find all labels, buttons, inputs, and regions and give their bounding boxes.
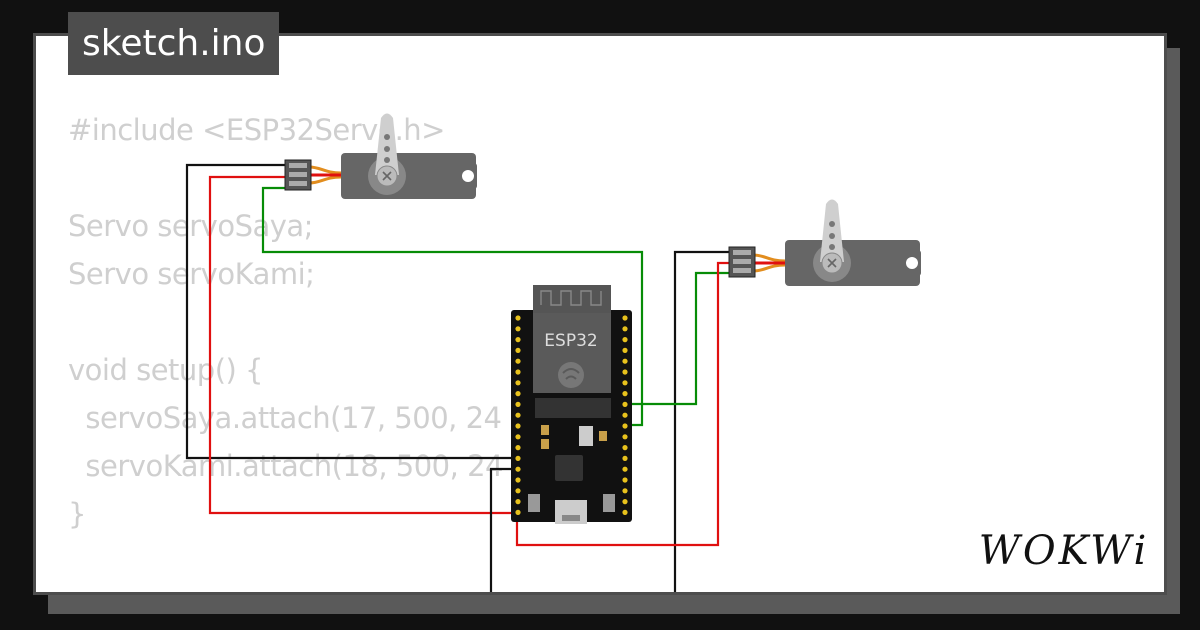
header-pin[interactable] xyxy=(622,337,628,343)
code-line: } xyxy=(68,497,86,531)
board-label: ESP32 xyxy=(544,331,597,351)
servo-right[interactable] xyxy=(728,199,921,287)
header-pin[interactable] xyxy=(515,477,521,483)
simulator-preview[interactable]: #include <ESP32Servo.h> Servo servoSaya; S… xyxy=(33,33,1167,595)
wire-vcc-servo-right[interactable] xyxy=(515,261,732,547)
code-line: Servo servoSaya; xyxy=(68,209,313,243)
header-pin[interactable] xyxy=(515,326,521,332)
header-pin[interactable] xyxy=(515,423,521,429)
header-pin[interactable] xyxy=(515,455,521,461)
header-pin[interactable] xyxy=(622,358,628,364)
header-pin[interactable] xyxy=(622,423,628,429)
header-pin[interactable] xyxy=(622,509,628,515)
header-pin[interactable] xyxy=(622,369,628,375)
header-pin[interactable] xyxy=(515,466,521,472)
header-pin[interactable] xyxy=(515,509,521,515)
code-background: #include <ESP32Servo.h> Servo servoSaya; S… xyxy=(68,106,503,592)
circuit-diagram[interactable]: ESP32 xyxy=(36,36,1167,595)
esp32-board[interactable]: ESP32 xyxy=(511,285,632,524)
header-pin[interactable] xyxy=(515,358,521,364)
header-pin[interactable] xyxy=(622,466,628,472)
wokwi-logo: WOKWi xyxy=(978,528,1150,574)
file-tab[interactable]: sketch.ino xyxy=(68,12,280,75)
header-pin[interactable] xyxy=(622,499,628,505)
servo-top[interactable] xyxy=(284,113,477,200)
wire-gnd-servo-top[interactable] xyxy=(185,163,521,460)
header-pin[interactable] xyxy=(515,391,521,397)
header-pin[interactable] xyxy=(515,499,521,505)
header-pin[interactable] xyxy=(622,347,628,353)
header-pin[interactable] xyxy=(622,434,628,440)
header-pin[interactable] xyxy=(515,369,521,375)
wire-gnd-servo-right[interactable] xyxy=(673,250,732,595)
header-pin[interactable] xyxy=(515,401,521,407)
wire-sig-servo-right[interactable] xyxy=(625,271,732,406)
wire-sig-servo-top[interactable] xyxy=(261,186,644,427)
header-pin[interactable] xyxy=(622,326,628,332)
header-pin[interactable] xyxy=(515,434,521,440)
header-pin[interactable] xyxy=(515,315,521,321)
wire-vcc-servo-top[interactable] xyxy=(208,175,521,515)
code-line: servoKami.attach(18, 500, 24 xyxy=(68,449,503,483)
header-pin[interactable] xyxy=(622,391,628,397)
header-pin[interactable] xyxy=(515,488,521,494)
code-line: servoSaya.attach(17, 500, 24 xyxy=(68,401,502,435)
header-pin[interactable] xyxy=(515,347,521,353)
code-line: Servo servoKami; xyxy=(68,257,315,291)
header-pin[interactable] xyxy=(622,455,628,461)
header-pin[interactable] xyxy=(622,477,628,483)
header-pin[interactable] xyxy=(515,445,521,451)
header-pin[interactable] xyxy=(515,337,521,343)
header-pin[interactable] xyxy=(622,315,628,321)
header-pin[interactable] xyxy=(515,412,521,418)
header-pin[interactable] xyxy=(622,488,628,494)
header-pin[interactable] xyxy=(622,401,628,407)
header-pin[interactable] xyxy=(515,380,521,386)
header-pin[interactable] xyxy=(622,412,628,418)
code-line: #include <ESP32Servo.h> xyxy=(68,113,445,147)
header-pin[interactable] xyxy=(622,445,628,451)
code-line: void setup() { xyxy=(68,353,263,387)
header-pin[interactable] xyxy=(622,380,628,386)
